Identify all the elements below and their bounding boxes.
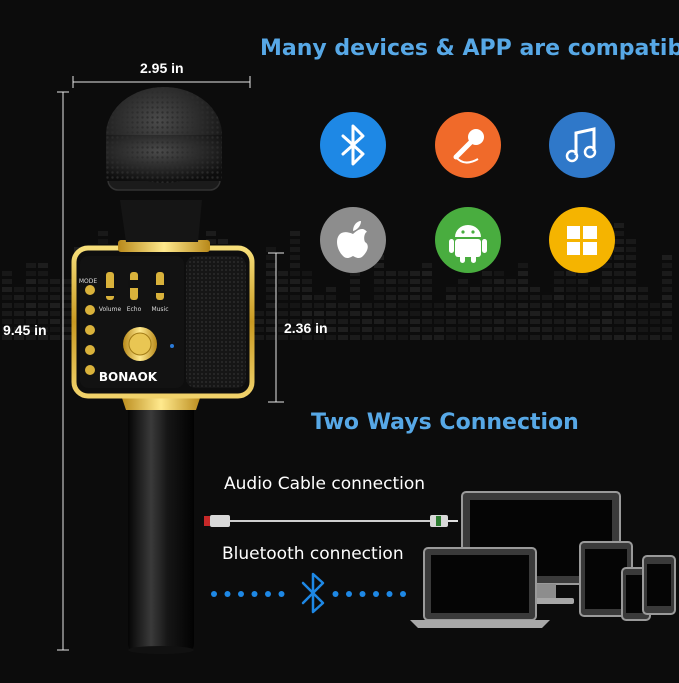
- devices: [410, 491, 676, 628]
- headline: Many devices & APP are compatible: [260, 36, 679, 61]
- knob-labels: Volume Echo Music MODE: [79, 278, 169, 313]
- compatible-icons: [320, 112, 615, 273]
- apple-icon: [320, 207, 386, 273]
- bluetooth-icon: [320, 112, 386, 178]
- knob-label-echo: Echo: [127, 306, 142, 313]
- head-height-label: 2.36 in: [284, 320, 328, 336]
- microphone: [71, 87, 255, 654]
- bluetooth-link: [211, 591, 406, 597]
- microphone-icon: [435, 112, 501, 178]
- music-note-icon: [549, 112, 615, 178]
- audio-cable-label: Audio Cable connection: [224, 474, 426, 494]
- button-label-mode: MODE: [79, 278, 98, 285]
- bluetooth-label: Bluetooth connection: [222, 544, 404, 564]
- height-label: 9.45 in: [3, 322, 47, 338]
- android-icon: [435, 207, 501, 273]
- brand-logo: BONAOK: [99, 370, 158, 384]
- knob-label-music: Music: [151, 306, 168, 313]
- knob-label-volume: Volume: [99, 306, 122, 313]
- width-label: 2.95 in: [140, 60, 184, 76]
- dimension-lines: [57, 76, 284, 651]
- connection-title: Two Ways Connection: [311, 410, 579, 435]
- windows-icon: [549, 207, 615, 273]
- audio-cable: [204, 515, 458, 527]
- bluetooth-symbol: [301, 572, 325, 614]
